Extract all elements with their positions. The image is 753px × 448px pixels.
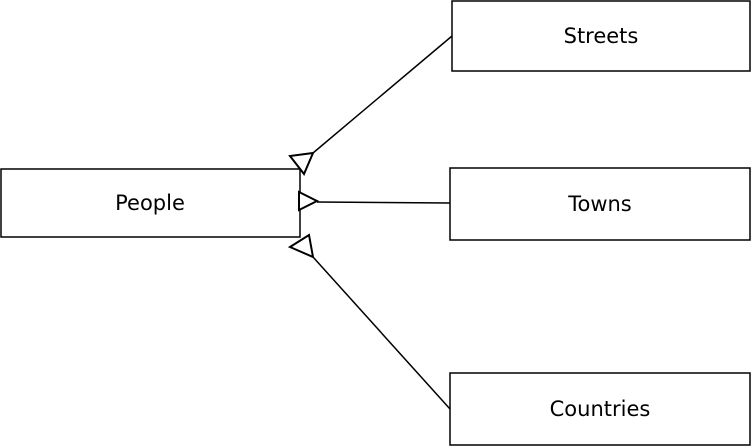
edge-countries-people-line (312, 256, 451, 410)
node-towns-box (449, 167, 751, 241)
node-streets-label: Streets (564, 24, 639, 48)
edge-streets-people-line (312, 35, 453, 154)
open-triangle-arrowhead-streets-icon (288, 151, 315, 176)
node-countries-box (449, 372, 751, 446)
node-people-label: People (115, 191, 185, 215)
node-people-box (0, 168, 301, 238)
edge-towns-people-line (316, 201, 451, 204)
node-towns-label: Towns (567, 192, 632, 216)
node-streets-box (451, 0, 751, 72)
open-triangle-arrowhead-countries-icon (287, 233, 315, 259)
node-countries-label: Countries (550, 397, 651, 421)
open-triangle-arrowhead-towns-icon (298, 190, 320, 212)
